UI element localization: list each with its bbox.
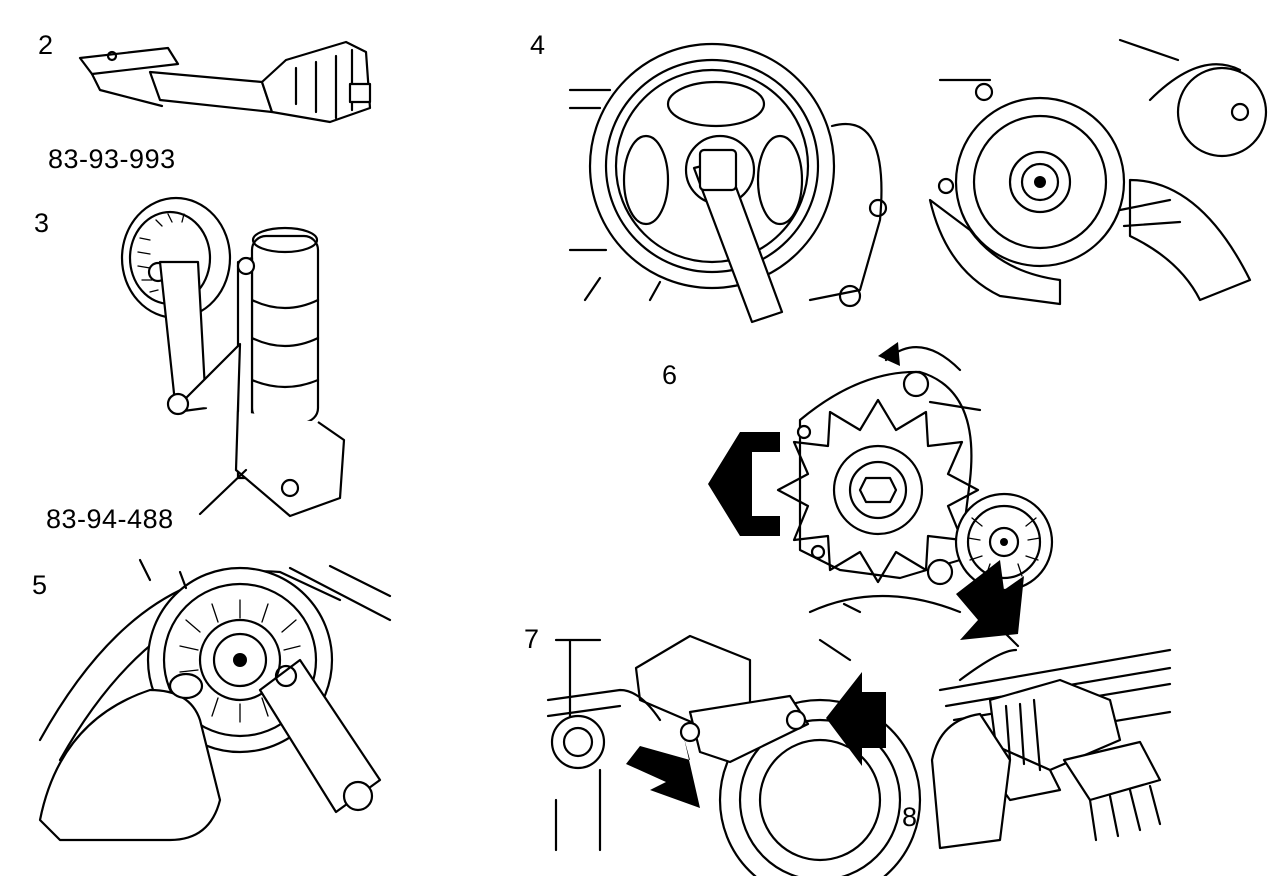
step-number-7: 7 bbox=[524, 624, 540, 654]
step-number-5: 5 bbox=[32, 570, 48, 600]
step-number-3: 3 bbox=[34, 208, 50, 238]
fig2-tool-bracket bbox=[78, 40, 372, 124]
step-number-4: 4 bbox=[530, 30, 546, 60]
step-number-2: 2 bbox=[38, 30, 54, 60]
fig5-idler-pulley bbox=[38, 558, 392, 842]
fig6-alternator-removal bbox=[708, 342, 1054, 640]
fig8-electrical-connector bbox=[930, 626, 1172, 850]
fig7-sensor-connector bbox=[546, 634, 922, 876]
step-number-6: 6 bbox=[662, 360, 678, 390]
tool-part-number-2: 83-94-488 bbox=[46, 504, 174, 534]
fig4-removing-pulley bbox=[928, 38, 1268, 306]
fig3-belt-tensioner bbox=[120, 196, 346, 518]
fig4-crank-pulley-wrench bbox=[568, 42, 888, 324]
tool-part-number-1: 83-93-993 bbox=[48, 144, 176, 174]
step-number-8: 8 bbox=[902, 802, 918, 832]
